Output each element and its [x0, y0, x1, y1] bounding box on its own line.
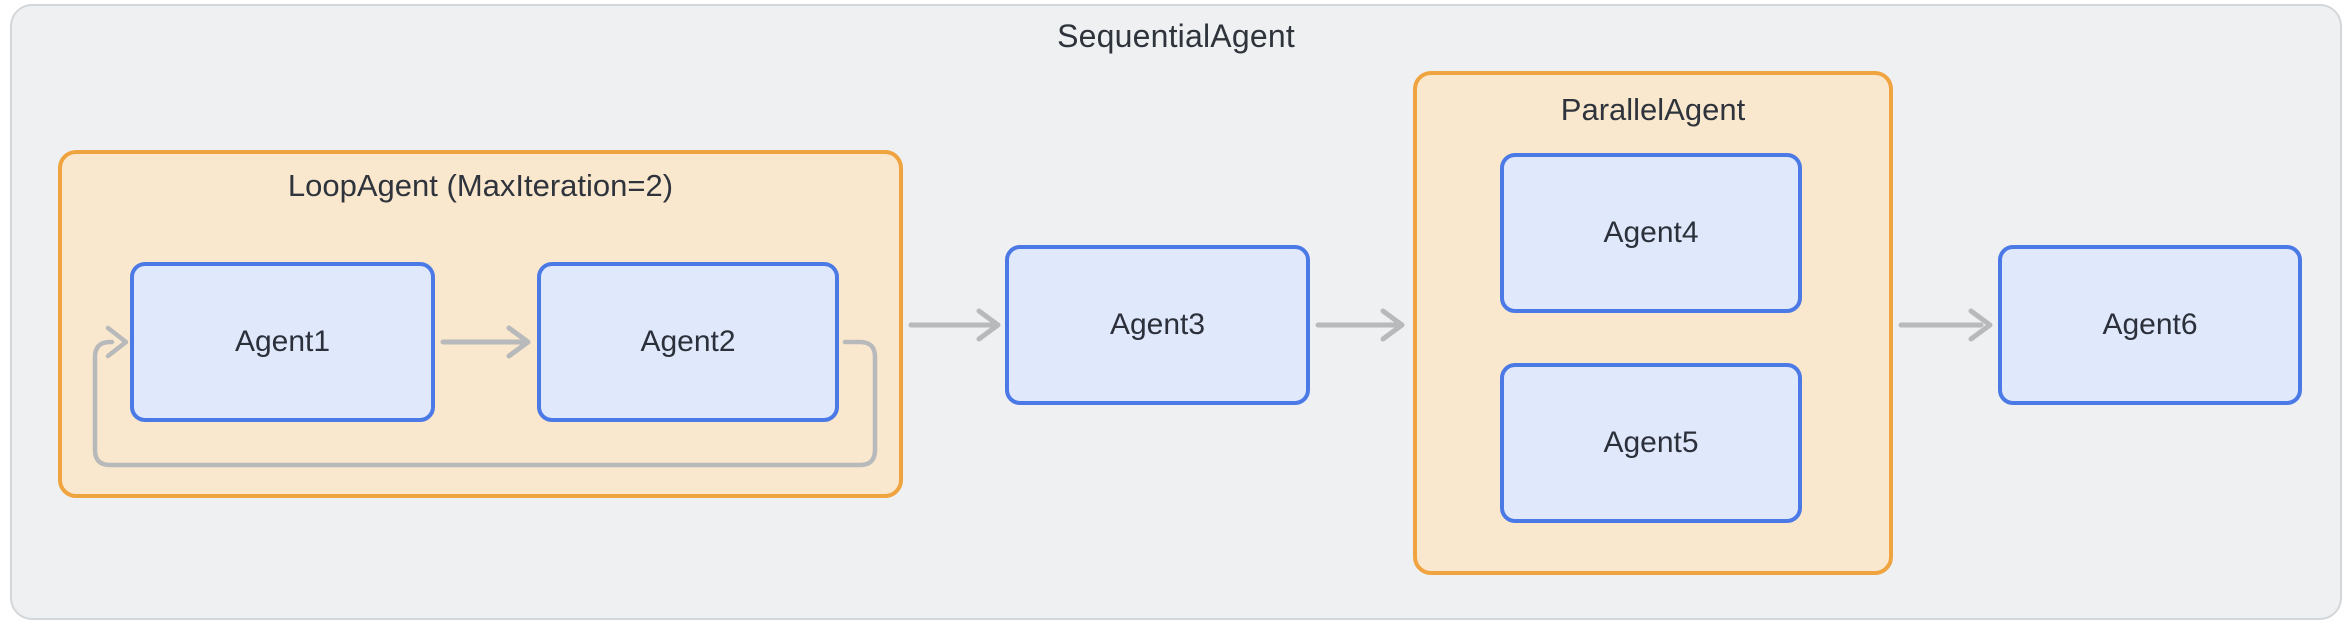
- parallel-agent-label: ParallelAgent: [1560, 92, 1746, 127]
- node-agent1-label: Agent1: [234, 325, 331, 358]
- node-agent2: Agent2: [537, 262, 839, 422]
- node-agent3-label: Agent3: [1109, 308, 1206, 341]
- node-agent3: Agent3: [1005, 245, 1310, 405]
- node-agent6-label: Agent6: [2102, 308, 2198, 341]
- node-agent6: Agent6: [1998, 245, 2302, 405]
- diagram-title: SequentialAgent: [1057, 18, 1295, 54]
- loop-agent-label: LoopAgent (MaxIteration=2): [287, 168, 674, 203]
- node-agent2-label: Agent2: [640, 325, 736, 358]
- node-agent4-label: Agent4: [1603, 216, 1699, 249]
- node-agent4: Agent4: [1500, 153, 1802, 313]
- node-agent5-label: Agent5: [1603, 426, 1699, 459]
- node-agent1: Agent1: [130, 262, 435, 422]
- node-agent5: Agent5: [1500, 363, 1802, 523]
